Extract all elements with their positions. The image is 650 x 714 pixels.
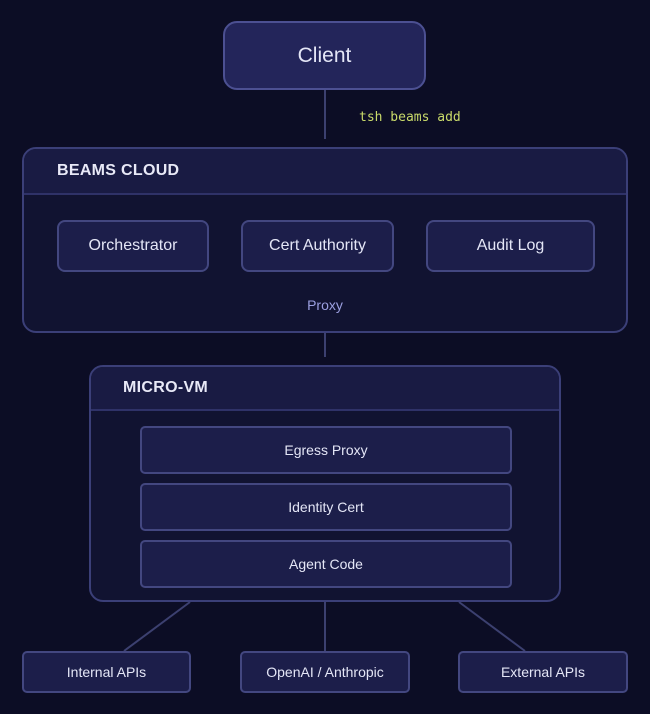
audit-log-node: Audit Log <box>426 220 595 272</box>
internal-apis-node: Internal APIs <box>22 651 191 693</box>
orchestrator-node: Orchestrator <box>57 220 209 272</box>
beams-cloud-panel: BEAMS CLOUD Orchestrator Cert Authority … <box>22 147 628 333</box>
cert-authority-label: Cert Authority <box>269 237 366 254</box>
client-node: Client <box>223 21 426 90</box>
proxy-label: Proxy <box>307 297 343 313</box>
agent-code-label: Agent Code <box>289 556 363 572</box>
external-apis-node: External APIs <box>458 651 628 693</box>
micro-vm-title: MICRO-VM <box>123 379 209 396</box>
identity-cert-layer: Identity Cert <box>140 483 512 531</box>
external-apis-label: External APIs <box>500 664 586 680</box>
microvm-to-internal-apis-connector <box>123 601 191 652</box>
egress-proxy-label: Egress Proxy <box>284 442 368 458</box>
beams-cloud-header: BEAMS CLOUD <box>24 149 626 195</box>
audit-log-label: Audit Log <box>476 237 545 254</box>
micro-vm-panel: MICRO-VM Egress Proxy Identity Cert Agen… <box>89 365 561 602</box>
agent-code-layer: Agent Code <box>140 540 512 588</box>
egress-proxy-layer: Egress Proxy <box>140 426 512 474</box>
client-label: Client <box>297 43 352 67</box>
cert-authority-node: Cert Authority <box>241 220 394 272</box>
micro-vm-header: MICRO-VM <box>91 367 559 411</box>
command-label: tsh beams add <box>359 110 461 125</box>
microvm-to-external-apis-connector <box>458 601 526 652</box>
openai-anthropic-label: OpenAI / Anthropic <box>266 664 384 680</box>
beams-cloud-title: BEAMS CLOUD <box>57 162 180 179</box>
orchestrator-label: Orchestrator <box>88 237 178 254</box>
openai-anthropic-node: OpenAI / Anthropic <box>240 651 410 693</box>
internal-apis-label: Internal APIs <box>66 664 147 680</box>
identity-cert-label: Identity Cert <box>288 499 364 515</box>
